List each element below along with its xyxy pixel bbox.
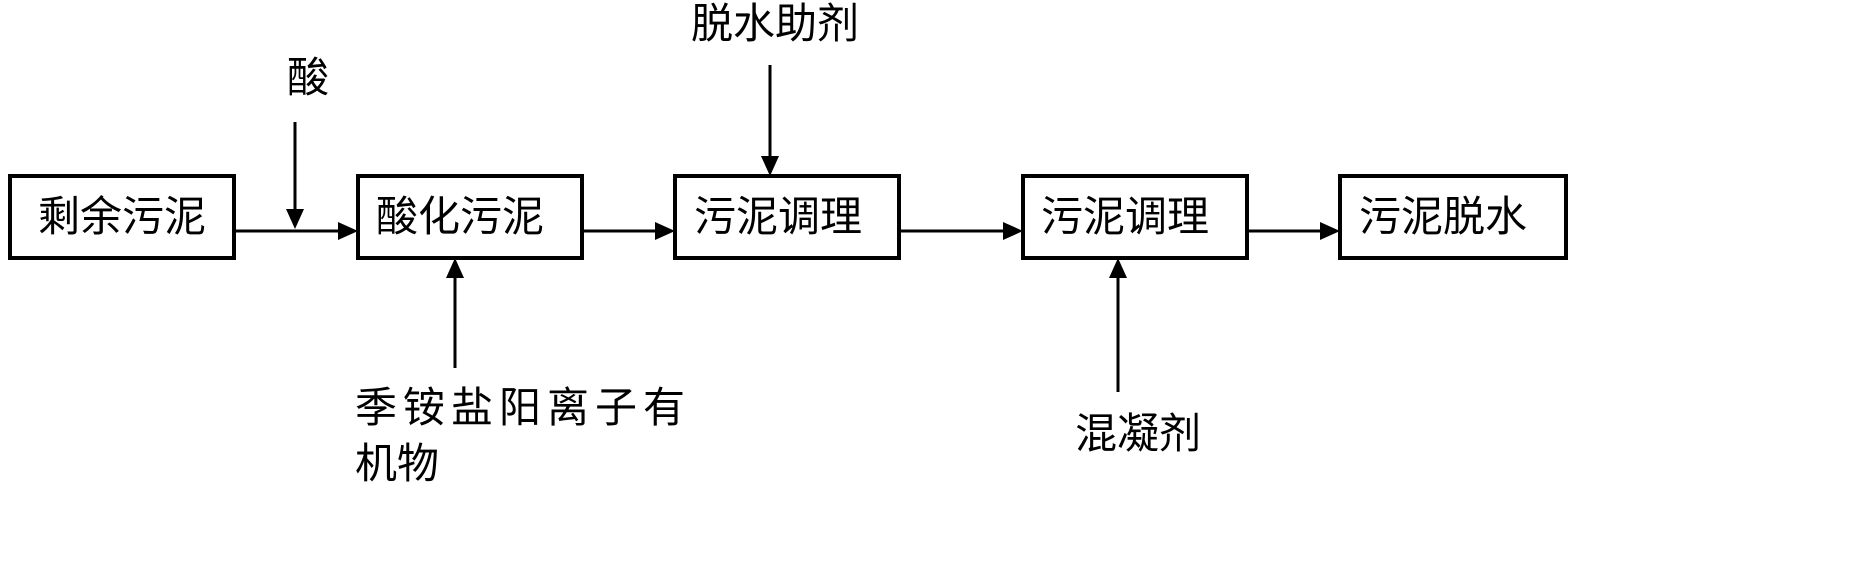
box-sludge-conditioning-1: 污泥调理 [673,174,901,260]
flow-arrow-2 [582,222,675,240]
box-sludge-conditioning-2: 污泥调理 [1021,174,1249,260]
acid-label: 酸 [287,53,329,102]
box-label: 污泥脱水 [1359,192,1527,241]
box-label: 剩余污泥 [38,192,206,241]
flow-arrow-3 [899,222,1023,240]
quaternary-input-arrow [446,258,464,368]
dewatering-aid-label: 脱水助剂 [691,0,859,48]
coagulant-input-arrow [1109,258,1127,392]
box-excess-sludge: 剩余污泥 [8,174,236,260]
quaternary-label-line1: 季铵盐阳离子有 [355,383,691,432]
box-label: 酸化污泥 [376,192,544,241]
box-acidified-sludge: 酸化污泥 [356,174,584,260]
box-label: 污泥调理 [694,192,862,241]
coagulant-label: 混凝剂 [1075,409,1201,458]
quaternary-label-line2: 机物 [355,439,439,488]
dewatering-aid-input-arrow [761,65,779,176]
acid-input-arrow [286,122,304,229]
box-sludge-dewatering: 污泥脱水 [1338,174,1568,260]
flow-arrow-1 [234,222,358,240]
box-label: 污泥调理 [1041,192,1209,241]
flow-arrow-4 [1247,222,1340,240]
